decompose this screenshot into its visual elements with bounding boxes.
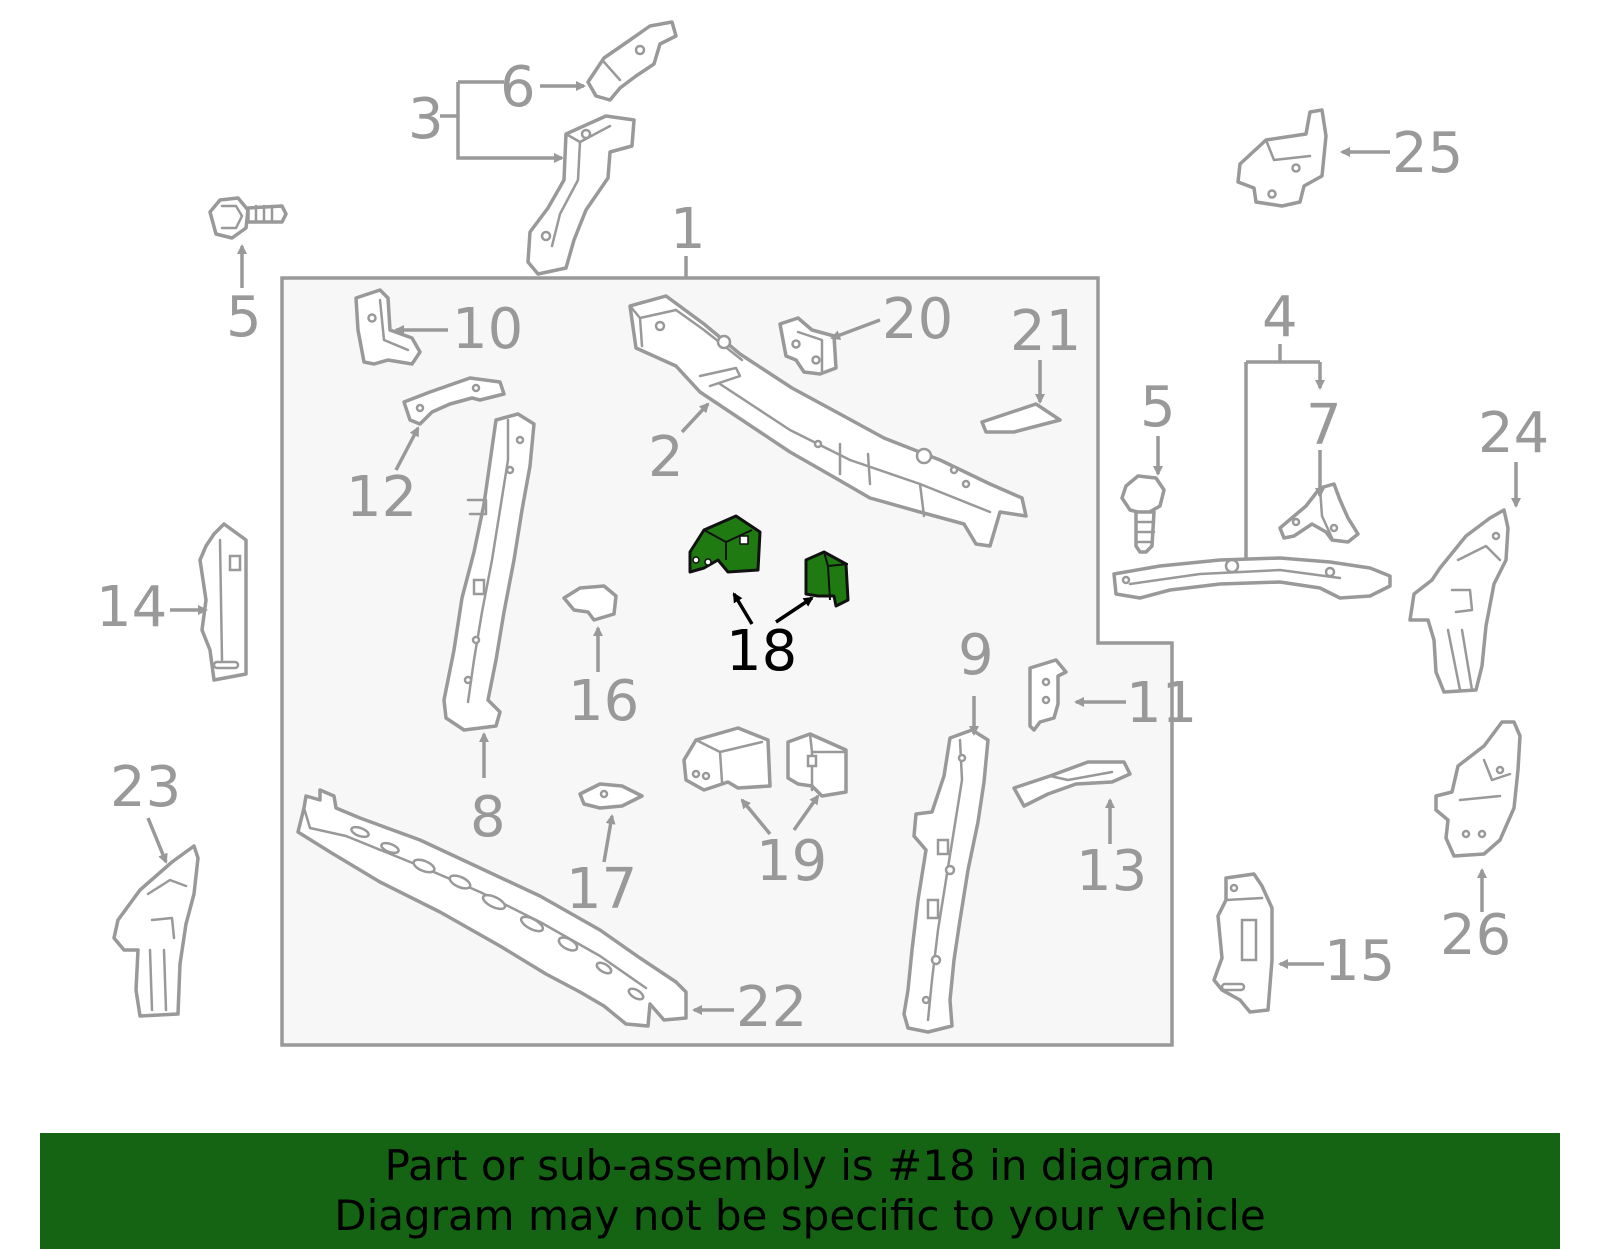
part-4-cross-member <box>1112 556 1392 600</box>
callout-14: 14 <box>96 575 167 640</box>
banner-line-1: Part or sub-assembly is #18 in diagram <box>384 1141 1216 1190</box>
part-20-bracket <box>778 316 838 376</box>
part-24-deflector <box>1408 508 1510 694</box>
callout-20: 20 <box>882 287 953 352</box>
part-19-brackets <box>682 726 848 798</box>
callout-17: 17 <box>566 857 637 922</box>
callout-4: 4 <box>1262 285 1298 350</box>
callout-22: 22 <box>736 975 807 1040</box>
callout-5-left: 5 <box>226 285 262 350</box>
callout-26: 26 <box>1440 903 1511 968</box>
part-10-bracket <box>354 288 422 366</box>
callout-8: 8 <box>470 785 506 850</box>
part-7-bracket <box>1278 482 1360 544</box>
callout-24: 24 <box>1478 401 1549 466</box>
part-3-bracket <box>526 114 636 276</box>
callout-6: 6 <box>500 55 536 120</box>
part-2-upper-support <box>628 294 1028 548</box>
callout-11: 11 <box>1126 671 1197 736</box>
callout-12: 12 <box>346 465 417 530</box>
callout-13: 13 <box>1076 839 1147 904</box>
part-13-bracket <box>1012 760 1132 808</box>
part-17-clip <box>578 782 644 810</box>
part-18-highlighted <box>688 514 850 608</box>
callout-23: 23 <box>110 755 181 820</box>
part-26-bracket <box>1434 720 1522 858</box>
part-9-side-support <box>902 728 990 1034</box>
part-11-bracket <box>1028 658 1068 732</box>
info-banner: Part or sub-assembly is #18 in diagram D… <box>40 1133 1560 1249</box>
part-14-bracket <box>198 522 248 682</box>
leader-lines <box>146 80 1521 1015</box>
part-15-bracket <box>1212 872 1274 1014</box>
callout-21: 21 <box>1010 299 1081 364</box>
callout-10: 10 <box>452 297 523 362</box>
part-22-lower-support <box>296 788 688 1028</box>
callout-16: 16 <box>568 669 639 734</box>
part-5-bolt-left <box>208 196 288 240</box>
part-12-bracket <box>402 376 506 426</box>
callout-1: 1 <box>670 197 706 262</box>
callout-9: 9 <box>958 623 994 688</box>
callout-18: 18 <box>726 619 797 684</box>
callout-5-right: 5 <box>1140 375 1176 440</box>
part-6-bracket <box>586 20 678 102</box>
callout-3: 3 <box>408 87 444 152</box>
part-21-plate <box>980 402 1062 434</box>
banner-line-2: Diagram may not be specific to your vehi… <box>334 1191 1266 1240</box>
callout-2: 2 <box>648 425 684 490</box>
part-25-bracket <box>1236 108 1328 208</box>
part-5-bolt-right <box>1120 474 1166 554</box>
part-8-side-support <box>442 412 536 732</box>
part-16-clip <box>562 584 618 622</box>
callout-7: 7 <box>1306 393 1342 458</box>
callout-numbers: 1 2 3 4 5 5 6 7 8 9 10 11 12 13 14 15 16… <box>96 55 1549 1040</box>
callout-19: 19 <box>756 829 827 894</box>
callout-15: 15 <box>1324 929 1395 994</box>
part-23-deflector <box>112 844 200 1018</box>
callout-25: 25 <box>1392 121 1463 186</box>
